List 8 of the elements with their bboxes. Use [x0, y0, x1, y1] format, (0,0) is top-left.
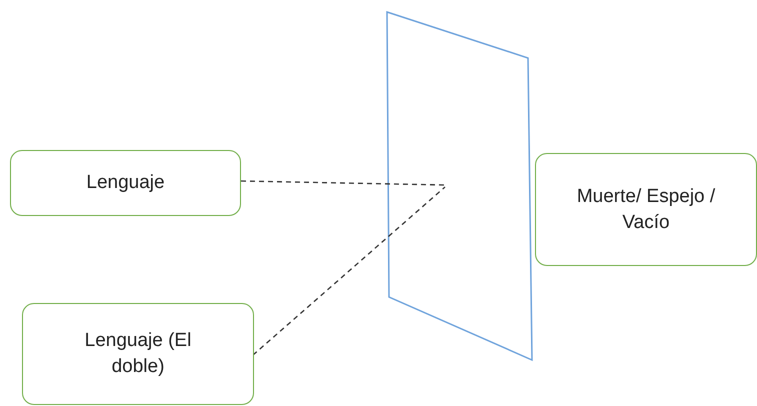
- dashed-line: [252, 186, 446, 356]
- box-label: Lenguaje (El doble): [84, 329, 192, 379]
- box-label: Lenguaje: [86, 171, 165, 196]
- rounded-box: [535, 153, 757, 266]
- rounded-box: [10, 150, 241, 216]
- dashed-line: [240, 180, 446, 186]
- rounded-box: [22, 303, 254, 405]
- box-label: Muerte/ Espejo / Vacío: [576, 184, 716, 234]
